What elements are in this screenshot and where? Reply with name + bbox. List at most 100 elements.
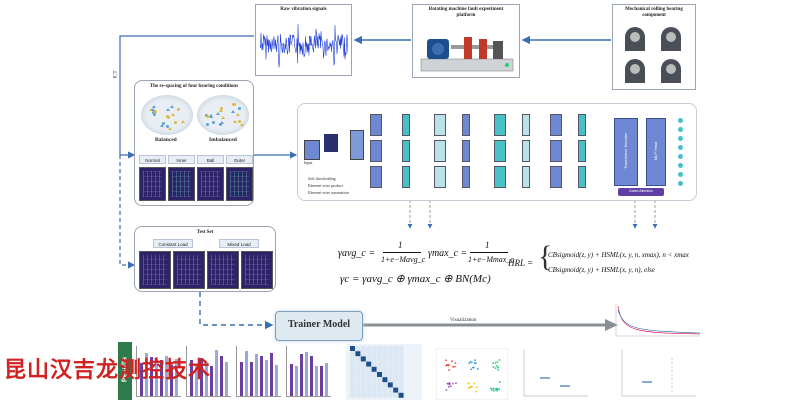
bar-chart-thumbnail bbox=[136, 346, 181, 397]
tsne-point bbox=[497, 366, 500, 369]
matrix-cell bbox=[366, 346, 372, 351]
matrix-cell bbox=[355, 387, 361, 393]
matrix-cell bbox=[393, 372, 399, 377]
network-feature-block bbox=[434, 140, 446, 162]
matrix-cell bbox=[387, 361, 393, 367]
cluster-point bbox=[171, 113, 176, 117]
tsne-point bbox=[447, 363, 450, 366]
matrix-cell bbox=[393, 387, 399, 393]
vibration-signal-plot bbox=[260, 24, 348, 68]
bar bbox=[290, 363, 293, 396]
matrix-cell bbox=[382, 392, 388, 398]
bar-chart-thumbnail bbox=[186, 346, 231, 397]
tsne-point bbox=[498, 381, 501, 383]
spectrogram-mixed-1 bbox=[207, 251, 239, 289]
cluster-point bbox=[239, 123, 244, 127]
tsne-point bbox=[490, 387, 492, 390]
matrix-cell bbox=[377, 382, 382, 388]
matrix-cell bbox=[387, 392, 393, 398]
visualization-label: Visualization bbox=[450, 318, 477, 323]
bar bbox=[260, 355, 263, 396]
matrix-cell bbox=[382, 361, 388, 367]
tsne-point bbox=[469, 360, 472, 363]
matrix-cell bbox=[360, 382, 366, 388]
matrix-cell bbox=[387, 387, 393, 393]
matrix-cell bbox=[393, 377, 399, 383]
tsne-point bbox=[496, 388, 499, 390]
tsne-point bbox=[492, 366, 495, 368]
matrix-cell bbox=[371, 366, 377, 372]
side-label: ICT bbox=[113, 70, 119, 79]
cluster-point bbox=[220, 116, 225, 120]
matrix-cell bbox=[398, 387, 404, 393]
tsne-point bbox=[449, 385, 452, 388]
tsne-point bbox=[494, 367, 497, 370]
matrix-cell bbox=[371, 346, 377, 351]
matrix-cell bbox=[366, 382, 372, 388]
matrix-cell bbox=[382, 372, 388, 377]
matrix-cell bbox=[355, 361, 361, 367]
bar bbox=[165, 355, 168, 396]
matrix-cell bbox=[393, 366, 399, 372]
tsne-point bbox=[470, 361, 473, 364]
spectrogram-mixed-2 bbox=[241, 251, 273, 289]
matrix-cell bbox=[382, 366, 388, 372]
cluster-point bbox=[165, 125, 169, 129]
cluster-point bbox=[151, 108, 156, 112]
matrix-cell bbox=[360, 372, 366, 377]
bar bbox=[265, 359, 268, 396]
tsne-point bbox=[445, 388, 448, 391]
matrix-cell bbox=[382, 356, 388, 362]
matrix-cell bbox=[377, 346, 382, 351]
network-feature-block bbox=[462, 140, 470, 162]
tsne-point bbox=[454, 362, 457, 364]
matrix-cell bbox=[387, 377, 393, 383]
tsne-point bbox=[451, 382, 454, 385]
tsne-point bbox=[447, 385, 450, 388]
cluster-point bbox=[218, 123, 222, 127]
tsne-point bbox=[476, 368, 479, 370]
matrix-cell bbox=[398, 366, 404, 372]
matrix-cell bbox=[360, 387, 366, 393]
tsne-point bbox=[451, 360, 454, 363]
cluster-point bbox=[168, 127, 172, 131]
network-feature-block bbox=[550, 166, 562, 188]
cluster-point bbox=[208, 113, 213, 117]
respacing-title: The re-spacing of four bearing condition… bbox=[149, 84, 239, 89]
bar bbox=[195, 364, 198, 396]
matrix-cell bbox=[366, 351, 372, 357]
cluster-point bbox=[177, 108, 181, 112]
platform-panel: Rotating machine fault experiment platfo… bbox=[412, 4, 520, 78]
tsne-point bbox=[452, 366, 454, 368]
cluster-point bbox=[160, 123, 165, 127]
bar-chart-thumbnail bbox=[286, 346, 331, 397]
hrl-brace: { bbox=[538, 240, 553, 273]
gated-attention-block: Gated Attention bbox=[618, 188, 664, 196]
tsne-point bbox=[475, 362, 477, 365]
cluster-point bbox=[220, 120, 225, 124]
cluster-point bbox=[206, 114, 210, 118]
cluster-point bbox=[220, 107, 224, 111]
bar bbox=[320, 365, 323, 396]
loss-curve-thumbnail bbox=[615, 304, 701, 337]
matrix-cell bbox=[393, 356, 399, 362]
matrix-cell bbox=[382, 346, 388, 351]
cluster-point bbox=[219, 108, 224, 112]
constant-load-label: Constant Load bbox=[153, 239, 193, 248]
hrl-lhs: HRL = bbox=[508, 258, 534, 268]
bar bbox=[310, 355, 313, 396]
hrl-case-1: CBsigmoid(z, y) + HSML(x, y, n, xmax), n… bbox=[548, 251, 689, 259]
matrix-cell bbox=[371, 361, 377, 367]
matrix-cell bbox=[382, 351, 388, 357]
bar bbox=[255, 354, 258, 396]
tsne-point bbox=[470, 368, 473, 371]
tsne-point bbox=[476, 386, 478, 389]
transformer-block: Transformer Encoder bbox=[614, 118, 638, 186]
matrix-cell bbox=[398, 392, 404, 398]
bar bbox=[215, 350, 218, 396]
network-feature-block bbox=[402, 166, 410, 188]
cluster-point bbox=[151, 105, 156, 109]
bar bbox=[150, 356, 153, 396]
matrix-cell bbox=[387, 382, 393, 388]
